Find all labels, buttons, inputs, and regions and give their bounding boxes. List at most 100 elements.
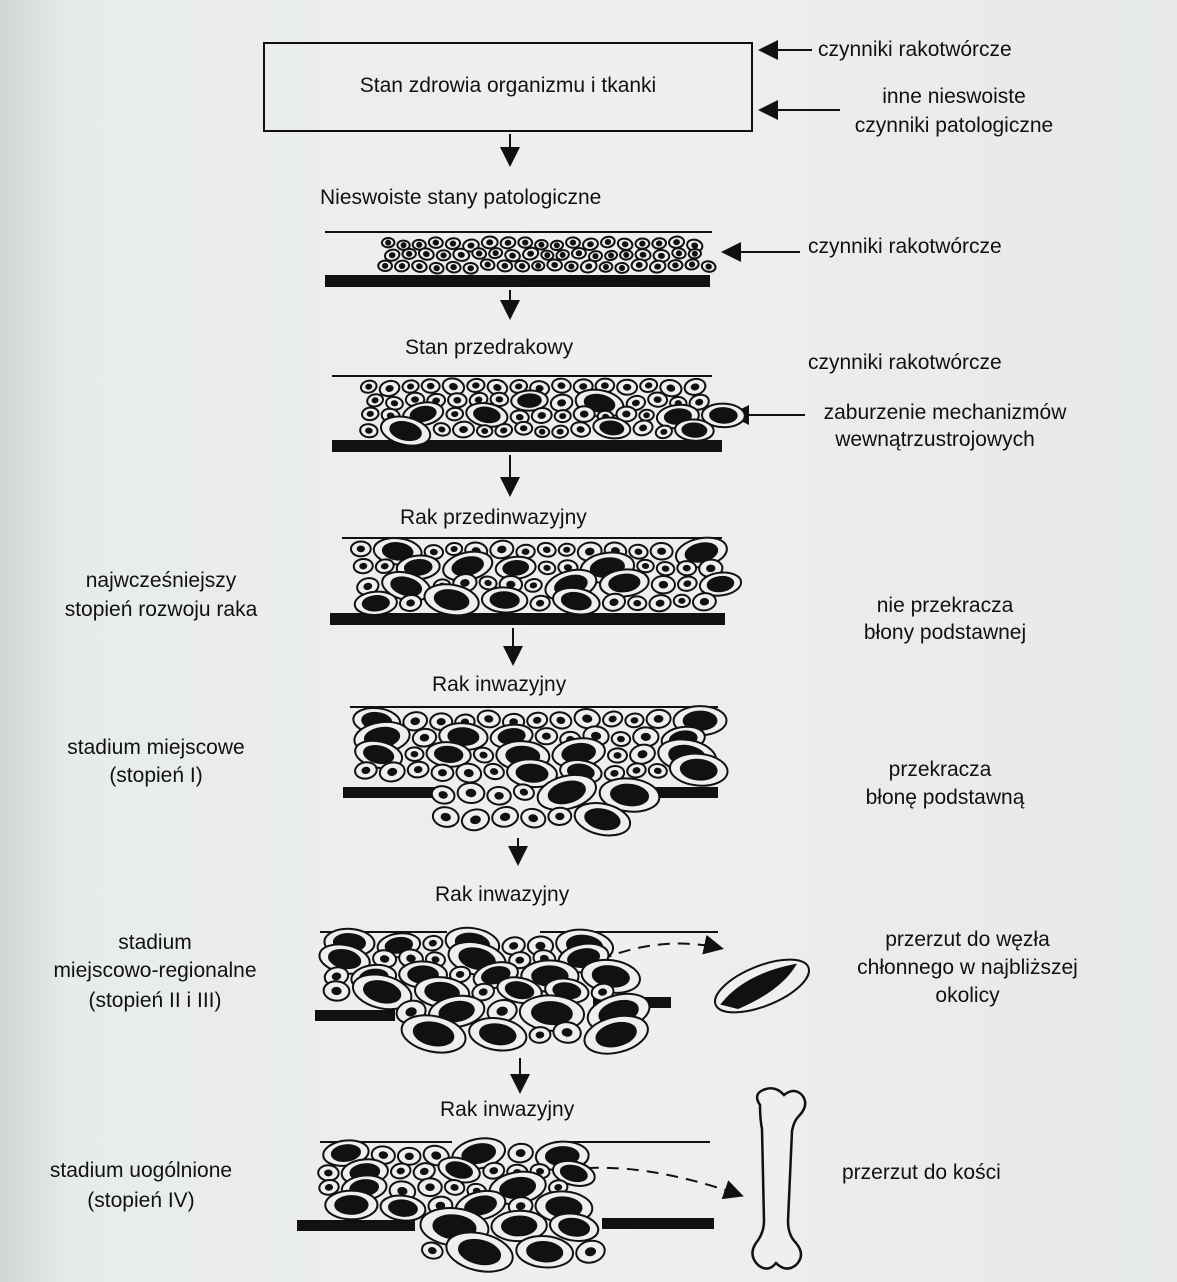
stage-left-label: (stopień IV) bbox=[87, 1189, 195, 1212]
cell bbox=[627, 595, 648, 612]
cell bbox=[482, 1161, 506, 1180]
cell bbox=[534, 425, 551, 439]
cell bbox=[565, 236, 581, 249]
cell bbox=[480, 586, 529, 614]
cell bbox=[563, 260, 579, 273]
cell bbox=[317, 1164, 340, 1182]
cell bbox=[604, 249, 619, 262]
cell bbox=[507, 1142, 534, 1164]
cell bbox=[383, 248, 401, 262]
cell bbox=[632, 726, 660, 748]
cell bbox=[581, 237, 599, 251]
top-right-label-2: inne nieswoiste bbox=[882, 85, 1026, 108]
cell bbox=[552, 586, 601, 616]
cell bbox=[522, 246, 540, 261]
cell bbox=[496, 976, 543, 1005]
cell bbox=[651, 237, 668, 250]
cell bbox=[475, 424, 494, 438]
cell bbox=[587, 250, 604, 263]
cell bbox=[583, 1014, 649, 1055]
stage-right-label: wewnątrzustrojowych bbox=[835, 428, 1035, 451]
cell bbox=[496, 259, 514, 273]
stage-left-label: (stopień I) bbox=[109, 764, 203, 787]
cell bbox=[649, 541, 674, 561]
cell bbox=[322, 980, 351, 1002]
cell bbox=[598, 261, 614, 273]
stage-title: Rak inwazyjny bbox=[432, 673, 567, 696]
cell bbox=[512, 783, 535, 801]
cell bbox=[456, 781, 486, 805]
cell bbox=[520, 807, 547, 829]
cell bbox=[352, 557, 374, 575]
cell bbox=[489, 391, 510, 408]
stage-left-label: miejscowo-regionalne bbox=[53, 959, 257, 982]
cell bbox=[480, 235, 499, 250]
cell bbox=[549, 711, 573, 730]
cell bbox=[553, 409, 572, 424]
cell bbox=[420, 378, 441, 394]
cell bbox=[534, 239, 549, 251]
cell bbox=[445, 1231, 514, 1273]
top-right-label-3: czynniki patologiczne bbox=[854, 114, 1054, 137]
cell bbox=[411, 259, 428, 273]
cell bbox=[650, 575, 676, 595]
cell bbox=[476, 709, 501, 729]
bone-icon bbox=[751, 1087, 807, 1270]
cell bbox=[684, 258, 700, 271]
cell bbox=[536, 541, 557, 558]
cell bbox=[677, 575, 698, 592]
cell bbox=[626, 762, 647, 779]
cell bbox=[616, 378, 639, 396]
stage-left-label: stadium miejscowe bbox=[67, 736, 245, 759]
cell bbox=[570, 247, 587, 260]
cell bbox=[600, 235, 616, 249]
cell bbox=[378, 379, 401, 398]
cell bbox=[551, 377, 572, 394]
cell bbox=[494, 423, 514, 438]
cell bbox=[452, 420, 475, 439]
cell bbox=[601, 592, 627, 612]
cell bbox=[573, 707, 601, 730]
cell bbox=[683, 377, 707, 396]
cell bbox=[428, 261, 445, 275]
stage-right-label: błonę podstawną bbox=[865, 786, 1025, 809]
cell bbox=[599, 568, 650, 598]
cell bbox=[430, 785, 456, 805]
cell bbox=[570, 421, 592, 438]
stage-left-label: stopień rozwoju raka bbox=[64, 598, 258, 621]
cell bbox=[427, 236, 444, 249]
cell bbox=[411, 727, 438, 748]
cell bbox=[366, 393, 384, 408]
cell bbox=[460, 808, 490, 832]
stage-left-label: (stopień II i III) bbox=[88, 989, 222, 1012]
cell bbox=[380, 415, 432, 447]
cell bbox=[614, 262, 630, 274]
cell bbox=[668, 235, 686, 249]
stage-right-label: zaburzenie mechanizmów bbox=[823, 401, 1067, 424]
cell bbox=[479, 258, 496, 271]
cell bbox=[442, 550, 494, 582]
cell bbox=[668, 752, 729, 787]
stage-title: Nieswoiste stany patologiczne bbox=[320, 186, 602, 209]
cell bbox=[489, 539, 515, 560]
cell bbox=[687, 248, 702, 260]
cell bbox=[655, 561, 676, 577]
cell bbox=[380, 236, 396, 249]
cell bbox=[444, 237, 462, 251]
cell bbox=[652, 248, 671, 263]
cell bbox=[318, 1178, 340, 1196]
cell bbox=[504, 249, 521, 263]
cell bbox=[624, 712, 645, 729]
cell bbox=[508, 951, 532, 970]
cell bbox=[530, 406, 553, 425]
cell bbox=[353, 590, 398, 616]
cell bbox=[394, 259, 411, 273]
cell bbox=[359, 423, 379, 439]
cell bbox=[592, 416, 632, 440]
cell bbox=[610, 731, 632, 747]
cell bbox=[425, 741, 472, 768]
cell bbox=[549, 239, 565, 252]
cell bbox=[379, 1194, 427, 1222]
cell bbox=[654, 424, 673, 440]
cell bbox=[372, 537, 423, 566]
